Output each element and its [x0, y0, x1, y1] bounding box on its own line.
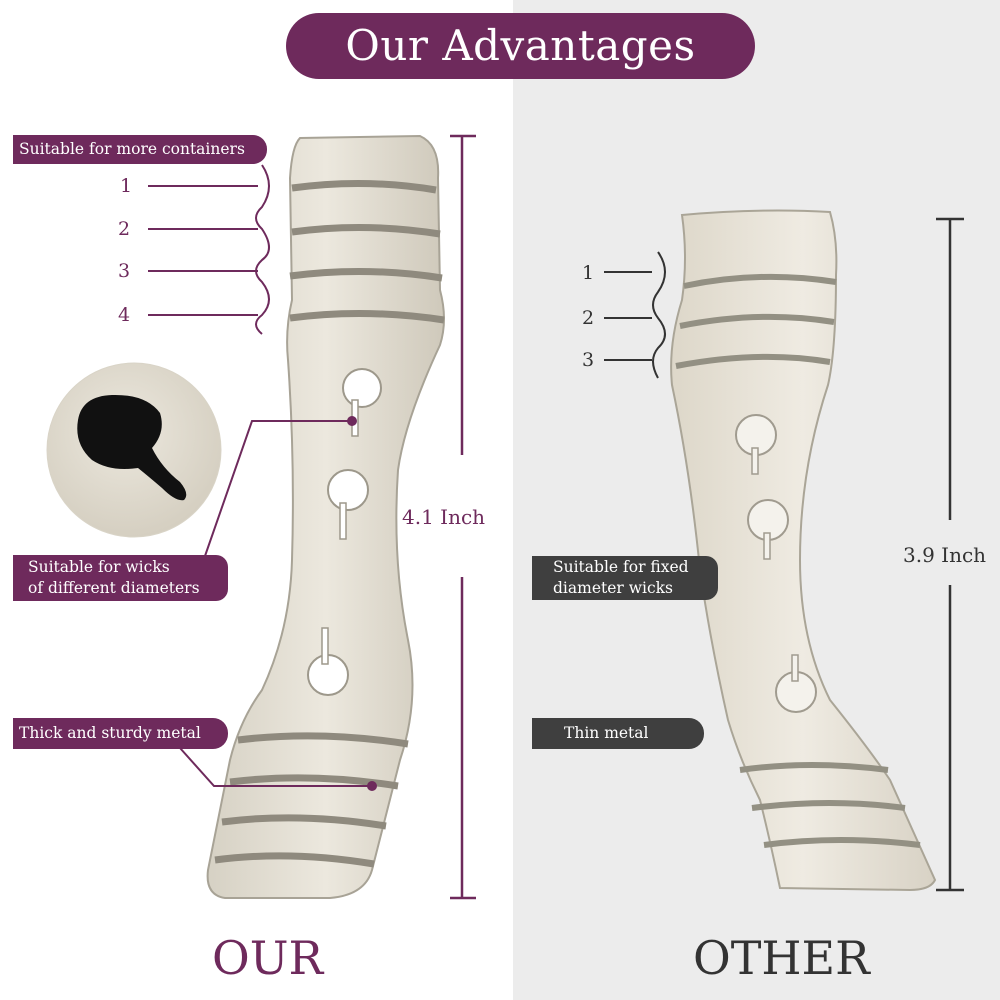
our-groove-number-4: 4	[118, 304, 131, 326]
other-groove-number-1: 1	[582, 262, 595, 284]
fixed-wicks-label-line2: diameter wicks	[553, 579, 673, 597]
wicks-label: Suitable for wicks of different diameter…	[13, 555, 228, 601]
other-dimension-line	[936, 217, 964, 892]
wicks-label-line1: Suitable for wicks	[28, 558, 170, 576]
our-dimension-text: 4.1 Inch	[402, 505, 486, 529]
our-groove-callouts	[148, 164, 270, 335]
our-wick-bar	[206, 134, 445, 899]
our-dimension-line	[450, 134, 476, 900]
other-groove-callouts	[604, 251, 666, 379]
fixed-wicks-label-line1: Suitable for fixed	[553, 558, 689, 576]
zoom-connector	[204, 416, 357, 557]
our-groove-number-1: 1	[120, 175, 133, 197]
fixed-wicks-label: Suitable for fixed diameter wicks	[532, 556, 718, 600]
containers-label: Suitable for more containers	[13, 135, 267, 164]
our-footer-label: OUR	[212, 931, 324, 985]
other-groove-number-2: 2	[582, 307, 595, 329]
our-groove-number-3: 3	[118, 260, 131, 282]
other-dimension-text: 3.9 Inch	[903, 543, 987, 567]
metal-label: Thick and sturdy metal	[13, 718, 228, 749]
other-groove-number-3: 3	[582, 349, 595, 371]
metal-connector	[179, 747, 377, 791]
other-wick-bar	[670, 209, 937, 892]
wicks-label-line2: of different diameters	[28, 579, 200, 597]
zoom-detail-circle	[46, 362, 222, 538]
thin-metal-label: Thin metal	[532, 718, 704, 749]
other-footer-label: OTHER	[693, 931, 870, 985]
our-groove-number-2: 2	[118, 218, 131, 240]
page-title: Our Advantages	[286, 13, 755, 79]
